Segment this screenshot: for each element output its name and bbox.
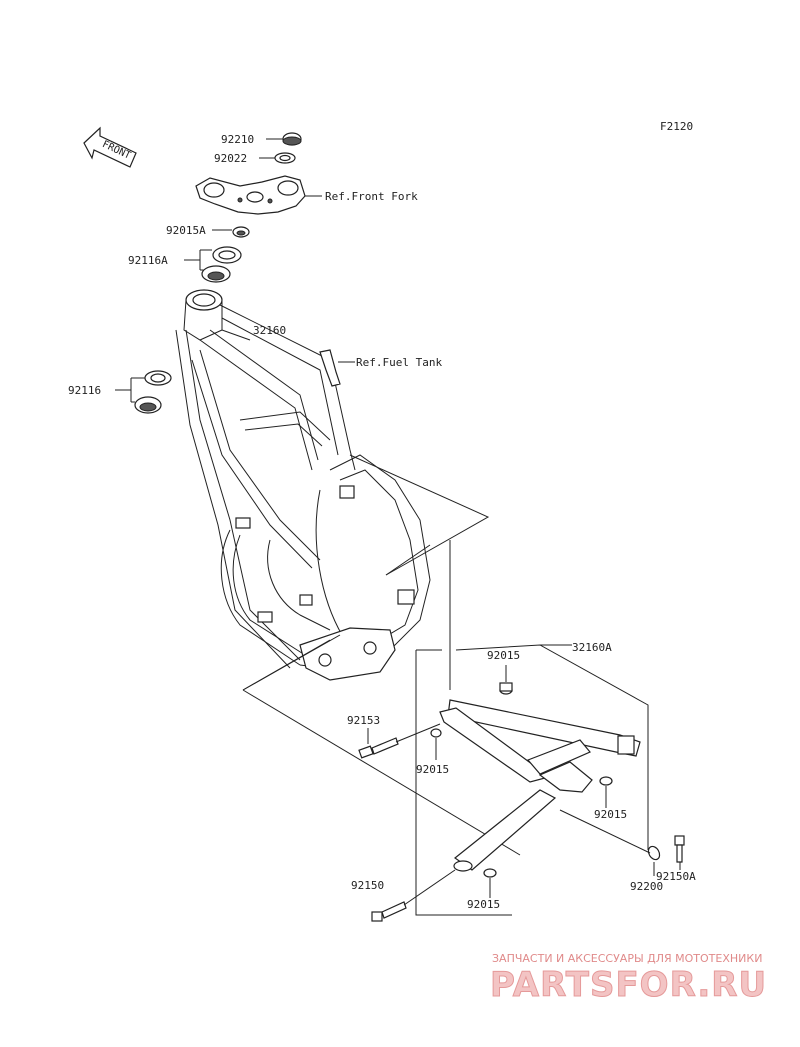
bearing-92116A [201, 246, 242, 283]
label-92015-right: 92015 [594, 808, 627, 821]
label-92015-bottom: 92015 [467, 898, 500, 911]
label-92116: 92116 [68, 384, 101, 397]
label-32160A: 32160A [572, 641, 612, 654]
washer-92200 [647, 845, 661, 861]
watermark-tagline: ЗАПЧАСТИ И АКСЕССУАРЫ ДЛЯ МОТОТЕХНИКИ [492, 952, 762, 965]
diagram-code: F2120 [660, 120, 693, 133]
main-frame-32160 [175, 289, 431, 681]
bolt-92153 [358, 737, 399, 759]
fuel-tank-bracket [319, 349, 341, 387]
label-92150: 92150 [351, 879, 384, 892]
seal-92015A [232, 226, 250, 238]
bearing-92116 [134, 370, 172, 414]
label-32160: 32160 [253, 324, 286, 337]
label-92153: 92153 [347, 714, 380, 727]
label-92015-top: 92015 [487, 649, 520, 662]
bolt-92150A [674, 835, 685, 863]
label-92150A: 92150A [656, 870, 696, 883]
label-92200: 92200 [630, 880, 663, 893]
label-92015A: 92015A [166, 224, 206, 237]
label-92116A: 92116A [128, 254, 168, 267]
label-92210: 92210 [221, 133, 254, 146]
washer-92022 [274, 152, 296, 164]
ref-fuel-tank: Ref.Fuel Tank [356, 356, 442, 369]
stem-nut-92210 [282, 132, 302, 146]
rear-subframe-32160A [430, 682, 641, 878]
ref-front-fork: Ref.Front Fork [325, 190, 418, 203]
watermark-brand: PARTSFOR.RU [490, 965, 767, 1005]
label-92022: 92022 [214, 152, 247, 165]
front-arrow-icon: FRONT [83, 126, 137, 168]
bolt-92150 [371, 901, 407, 922]
upper-triple-clamp [195, 175, 306, 215]
label-92015-left: 92015 [416, 763, 449, 776]
